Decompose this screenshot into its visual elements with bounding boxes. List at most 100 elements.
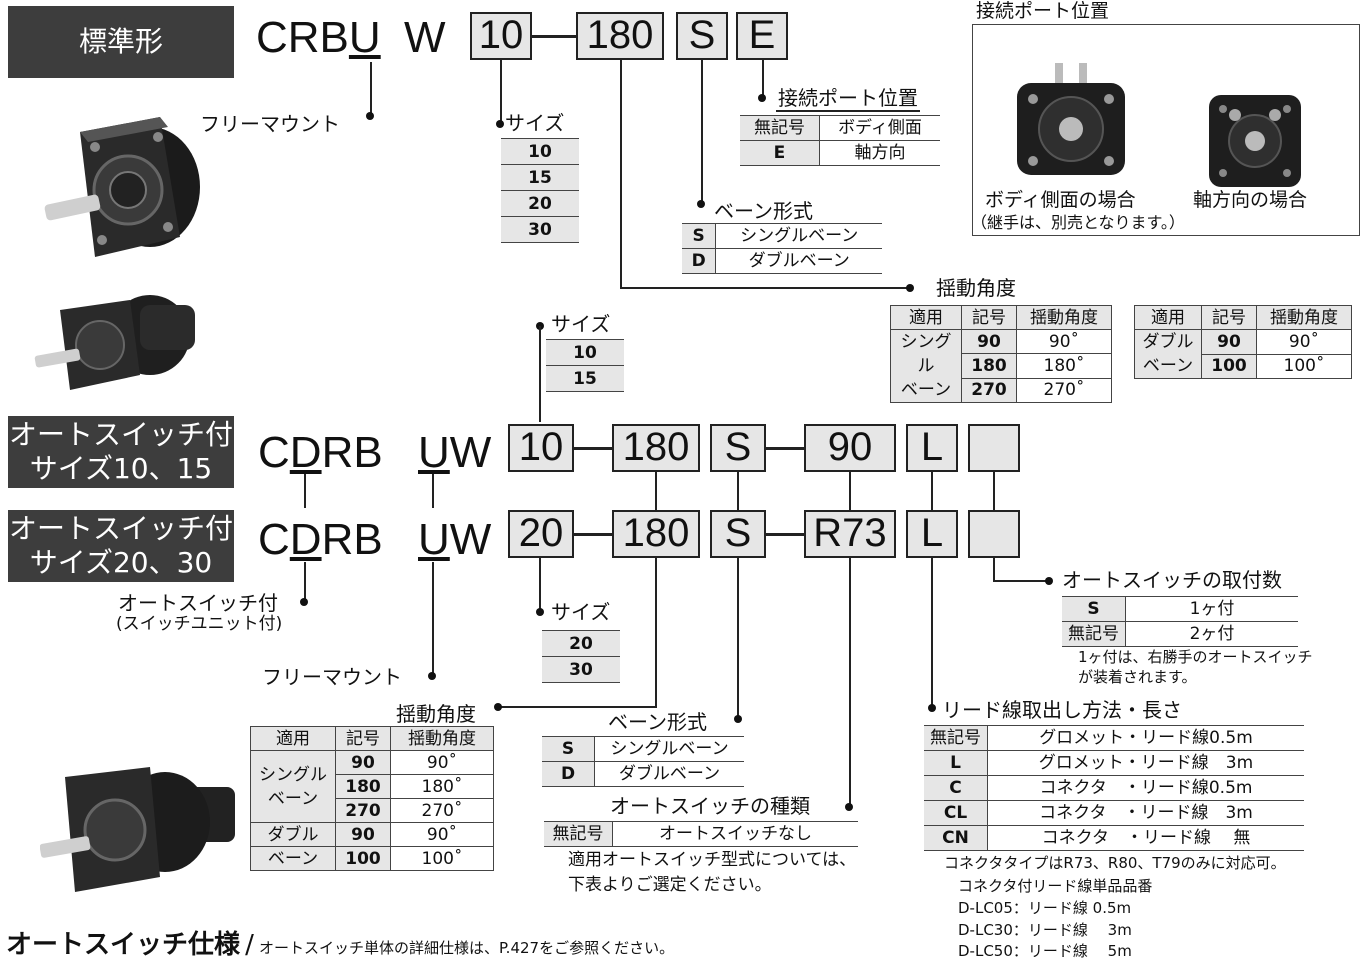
size3-title: サイズ bbox=[551, 600, 611, 624]
model1-size-box: 10 bbox=[470, 12, 532, 60]
footer-heading: オートスイッチ仕様 / オートスイッチ単体の詳細仕様は、P.427をご参照くださ… bbox=[6, 932, 674, 958]
model3-w: W bbox=[449, 515, 492, 564]
model2-w: W bbox=[449, 428, 492, 477]
connector bbox=[304, 474, 306, 508]
th: 記号 bbox=[961, 305, 1017, 330]
desc: オートスイッチなし bbox=[612, 821, 858, 847]
th: 適用 bbox=[1134, 305, 1202, 330]
lead-title: リード線取出し方法・長さ bbox=[942, 698, 1182, 722]
switch-type-note-1: 適用オートスイッチ型式については、 bbox=[568, 850, 857, 870]
leader bbox=[655, 558, 657, 708]
model2-size-box: 10 bbox=[508, 424, 574, 472]
side-port-image bbox=[1017, 63, 1125, 175]
size-value: 10 bbox=[501, 138, 579, 165]
th: 適用 bbox=[890, 305, 962, 330]
angle: 270˚ bbox=[390, 798, 494, 823]
free-mount-label-2: フリーマウント bbox=[262, 665, 402, 689]
connector bbox=[655, 472, 657, 510]
th: 記号 bbox=[1201, 305, 1257, 330]
model2-vane-box: S bbox=[710, 424, 766, 472]
model2-uw: UW bbox=[418, 431, 491, 475]
code: E bbox=[740, 140, 820, 166]
model3-vane-box: S bbox=[710, 510, 766, 558]
model3-uw: UW bbox=[418, 518, 491, 562]
switch-type-title: オートスイッチの種類 bbox=[610, 794, 810, 818]
table-row: ダブル 90 90˚ bbox=[250, 822, 494, 847]
axial-port-image bbox=[1209, 95, 1301, 187]
lead-note-1: コネクタタイプはR73、R80、T79のみに対応可。 bbox=[944, 854, 1286, 872]
leader bbox=[620, 287, 910, 289]
model3-angle-box: 180 bbox=[612, 510, 700, 558]
desc: 軸方向 bbox=[818, 140, 940, 166]
table-row: 無記号ボディ側面 bbox=[740, 115, 940, 141]
table-row: 15 bbox=[501, 164, 579, 191]
model3-prefix: CDRB bbox=[258, 518, 383, 562]
switch-count-title: オートスイッチの取付数 bbox=[1062, 568, 1282, 592]
double-vane-label: ダブル ベーン bbox=[1142, 332, 1194, 376]
vane2-title: ベーン形式 bbox=[608, 710, 707, 734]
code: 90 bbox=[961, 328, 1017, 355]
desc: シングルベーン bbox=[594, 736, 744, 762]
leader-dot bbox=[366, 112, 374, 120]
angle: 180˚ bbox=[1016, 353, 1112, 379]
code: D bbox=[542, 761, 595, 787]
table-row: 無記号グロメット・リード線0.5m bbox=[924, 725, 1304, 751]
leader bbox=[432, 562, 434, 674]
desc: コネクタ ・リード線0.5m bbox=[987, 775, 1304, 801]
angle: 90˚ bbox=[390, 822, 494, 847]
swing2-title: 揺動角度 bbox=[396, 702, 476, 726]
size1-title: サイズ bbox=[505, 111, 565, 135]
switch-unit-label: (スイッチユニット付) bbox=[116, 614, 283, 634]
leader bbox=[993, 580, 1047, 582]
code: 180 bbox=[335, 774, 391, 799]
leader bbox=[500, 60, 502, 124]
axial-port-caption: 軸方向の場合 bbox=[1193, 189, 1308, 211]
model3-switch-box: R73 bbox=[804, 510, 896, 558]
standard-band: 標準形 bbox=[8, 6, 234, 78]
lead-note-4: D-LC30：リード線 3m bbox=[958, 921, 1132, 939]
code: 無記号 bbox=[1062, 621, 1126, 647]
footer-slash: / bbox=[245, 930, 254, 960]
size-value: 15 bbox=[546, 365, 624, 392]
code: S bbox=[682, 223, 716, 249]
angle: 90˚ bbox=[1256, 329, 1352, 355]
model3-rb: RB bbox=[321, 515, 383, 564]
size3-table: 20 30 bbox=[542, 630, 620, 683]
table-row: 15 bbox=[546, 365, 624, 392]
desc: 2ヶ付 bbox=[1125, 621, 1298, 647]
dash bbox=[532, 35, 576, 38]
single-vane-label: シングル ベーン bbox=[259, 764, 327, 809]
dash bbox=[766, 533, 804, 536]
code: 90 bbox=[1201, 329, 1257, 355]
angle: 270˚ bbox=[1016, 377, 1112, 404]
leader bbox=[849, 558, 851, 808]
code: 90 bbox=[335, 750, 391, 775]
leader bbox=[931, 558, 933, 706]
band-line1: オートスイッチ付 bbox=[8, 418, 233, 451]
code: 100 bbox=[335, 846, 391, 871]
connector bbox=[737, 472, 739, 510]
table-header: 適用 記号 揺動角度 bbox=[1134, 305, 1352, 330]
actuator-image-1 bbox=[44, 117, 200, 257]
code: CL bbox=[924, 800, 988, 826]
model2-prefix: CDRB bbox=[258, 431, 383, 475]
model1-u: U bbox=[348, 13, 381, 62]
leader-dot bbox=[494, 703, 502, 711]
size-value: 15 bbox=[501, 164, 579, 191]
code: 180 bbox=[961, 353, 1017, 379]
leader bbox=[762, 60, 764, 96]
auto-switch-with-label: オートスイッチ付 bbox=[118, 591, 278, 615]
